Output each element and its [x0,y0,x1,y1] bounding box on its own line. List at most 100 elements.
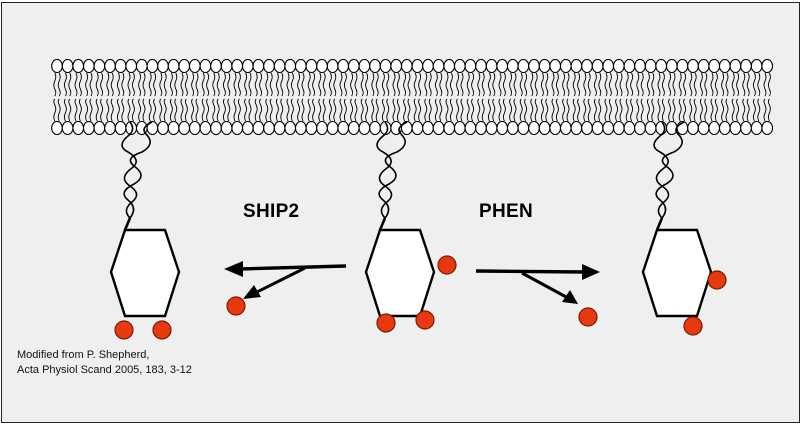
inositol-ring [109,228,181,318]
inositol-ring [364,228,436,318]
lipid-tail-upper [269,72,273,97]
fatty-acid-chain [378,121,408,219]
lipid-head-outer [496,59,509,73]
lipid-head-inner [210,121,222,135]
lipid-head-outer [93,59,106,73]
lipid-head-outer [411,59,424,73]
lipid-head-inner [549,121,562,135]
lipid-tail-lower [721,98,725,122]
lipid-tail-upper [365,72,369,97]
lipid-head-inner [326,121,339,135]
lipid-head-inner [337,121,350,135]
lipid-tail-lower [731,98,735,122]
lipid-tail-upper [509,72,513,97]
lipid-tail-upper [85,72,89,97]
lipid-tail-lower [153,98,157,122]
lipid-tail-upper [757,72,761,97]
lipid-tail-upper [375,72,379,97]
lipid-tail-upper [275,72,279,97]
lipid-tail-upper [153,72,157,97]
phosphate-group [114,320,134,340]
lipid-head-inner [719,121,731,135]
fatty-acid-chain [123,121,153,219]
lipid-head-outer [507,59,519,73]
lipid-head-inner [517,121,530,135]
lipid-tail-upper [636,72,640,97]
lipid-tail-lower [227,98,231,122]
lipid-tail-upper [714,72,718,97]
lipid-tail-upper [460,72,464,97]
citation: Modified from P. Shepherd, Acta Physiol … [17,348,192,378]
lipid-tail-upper [328,72,332,97]
lipid-tail-lower [392,98,396,122]
lipid-tail-lower [672,98,676,122]
lipid-head-outer [634,59,646,73]
lipid-tail-upper [683,72,687,97]
lipid-tail-lower [68,98,72,122]
lipid-tail-upper [307,72,311,97]
lipid-head-outer [750,59,763,73]
lipid-tail-lower [116,98,120,122]
fatty-acid-chain [121,121,138,219]
lipid-head-outer [454,59,466,73]
lipid-head-inner [305,121,318,135]
lipid-tail-upper [721,72,725,97]
lipid-tail-upper [57,72,61,97]
lipid-tail-lower [237,98,241,122]
lipid-tail-upper [227,72,231,97]
lipid-tail-upper [731,72,735,97]
lipid-tail-lower [371,98,375,122]
lipid-head-outer [708,59,721,73]
lipid-tail-upper [583,72,587,97]
lipid-tail-lower [339,98,343,122]
lipid-tail-lower [89,98,93,122]
lipid-tail-upper [593,72,597,97]
lipid-tail-lower [683,98,687,122]
lipid-head-outer [167,59,180,73]
lipid-tail-upper [699,72,703,97]
lipid-head-inner [666,121,678,135]
anchor-bond [378,217,387,231]
lipid-head-inner [273,121,286,135]
lipid-tail-upper [481,72,485,97]
lipid-tail-upper [625,72,629,97]
lipid-head-outer [199,59,212,73]
lipid-tail-upper [265,72,269,97]
lipid-tail-upper [424,72,428,97]
lipid-tail-upper [678,72,682,97]
lipid-head-inner [740,121,752,135]
lipid-tail-upper [566,72,570,97]
lipid-tail-lower [418,98,422,122]
lipid-head-inner [51,121,63,135]
lipid-tail-lower [222,98,226,122]
lipid-tail-upper [322,72,326,97]
lipid-tail-upper [318,72,322,97]
lipid-tail-lower [587,98,591,122]
lipid-tail-upper [608,72,612,97]
lipid-tail-upper [562,72,566,97]
lipid-tail-lower [752,98,756,122]
fatty-acid-chain [376,121,393,219]
lipid-head-inner [697,121,710,135]
lipid-tail-lower [286,98,290,122]
lipid-tail-upper [524,72,528,97]
lipid-tail-lower [540,98,544,122]
lipid-head-inner [687,121,699,135]
lipid-tail-upper [53,72,57,97]
lipid-head-outer [316,59,328,73]
lipid-tail-upper [630,72,634,97]
lipid-tail-lower [725,98,729,122]
lipid-tail-lower [678,98,682,122]
lipid-tail-upper [577,72,581,97]
lipid-head-outer [422,59,434,73]
lipid-tail-upper [68,72,72,97]
lipid-head-outer [157,59,169,73]
lipid-tail-upper [95,72,99,97]
lipid-tail-lower [375,98,379,122]
lipid-head-inner [538,121,551,135]
lipid-tail-upper [244,72,248,97]
lipid-tail-lower [142,98,146,122]
lipid-tail-upper [445,72,449,97]
lipid-head-outer [475,59,487,73]
